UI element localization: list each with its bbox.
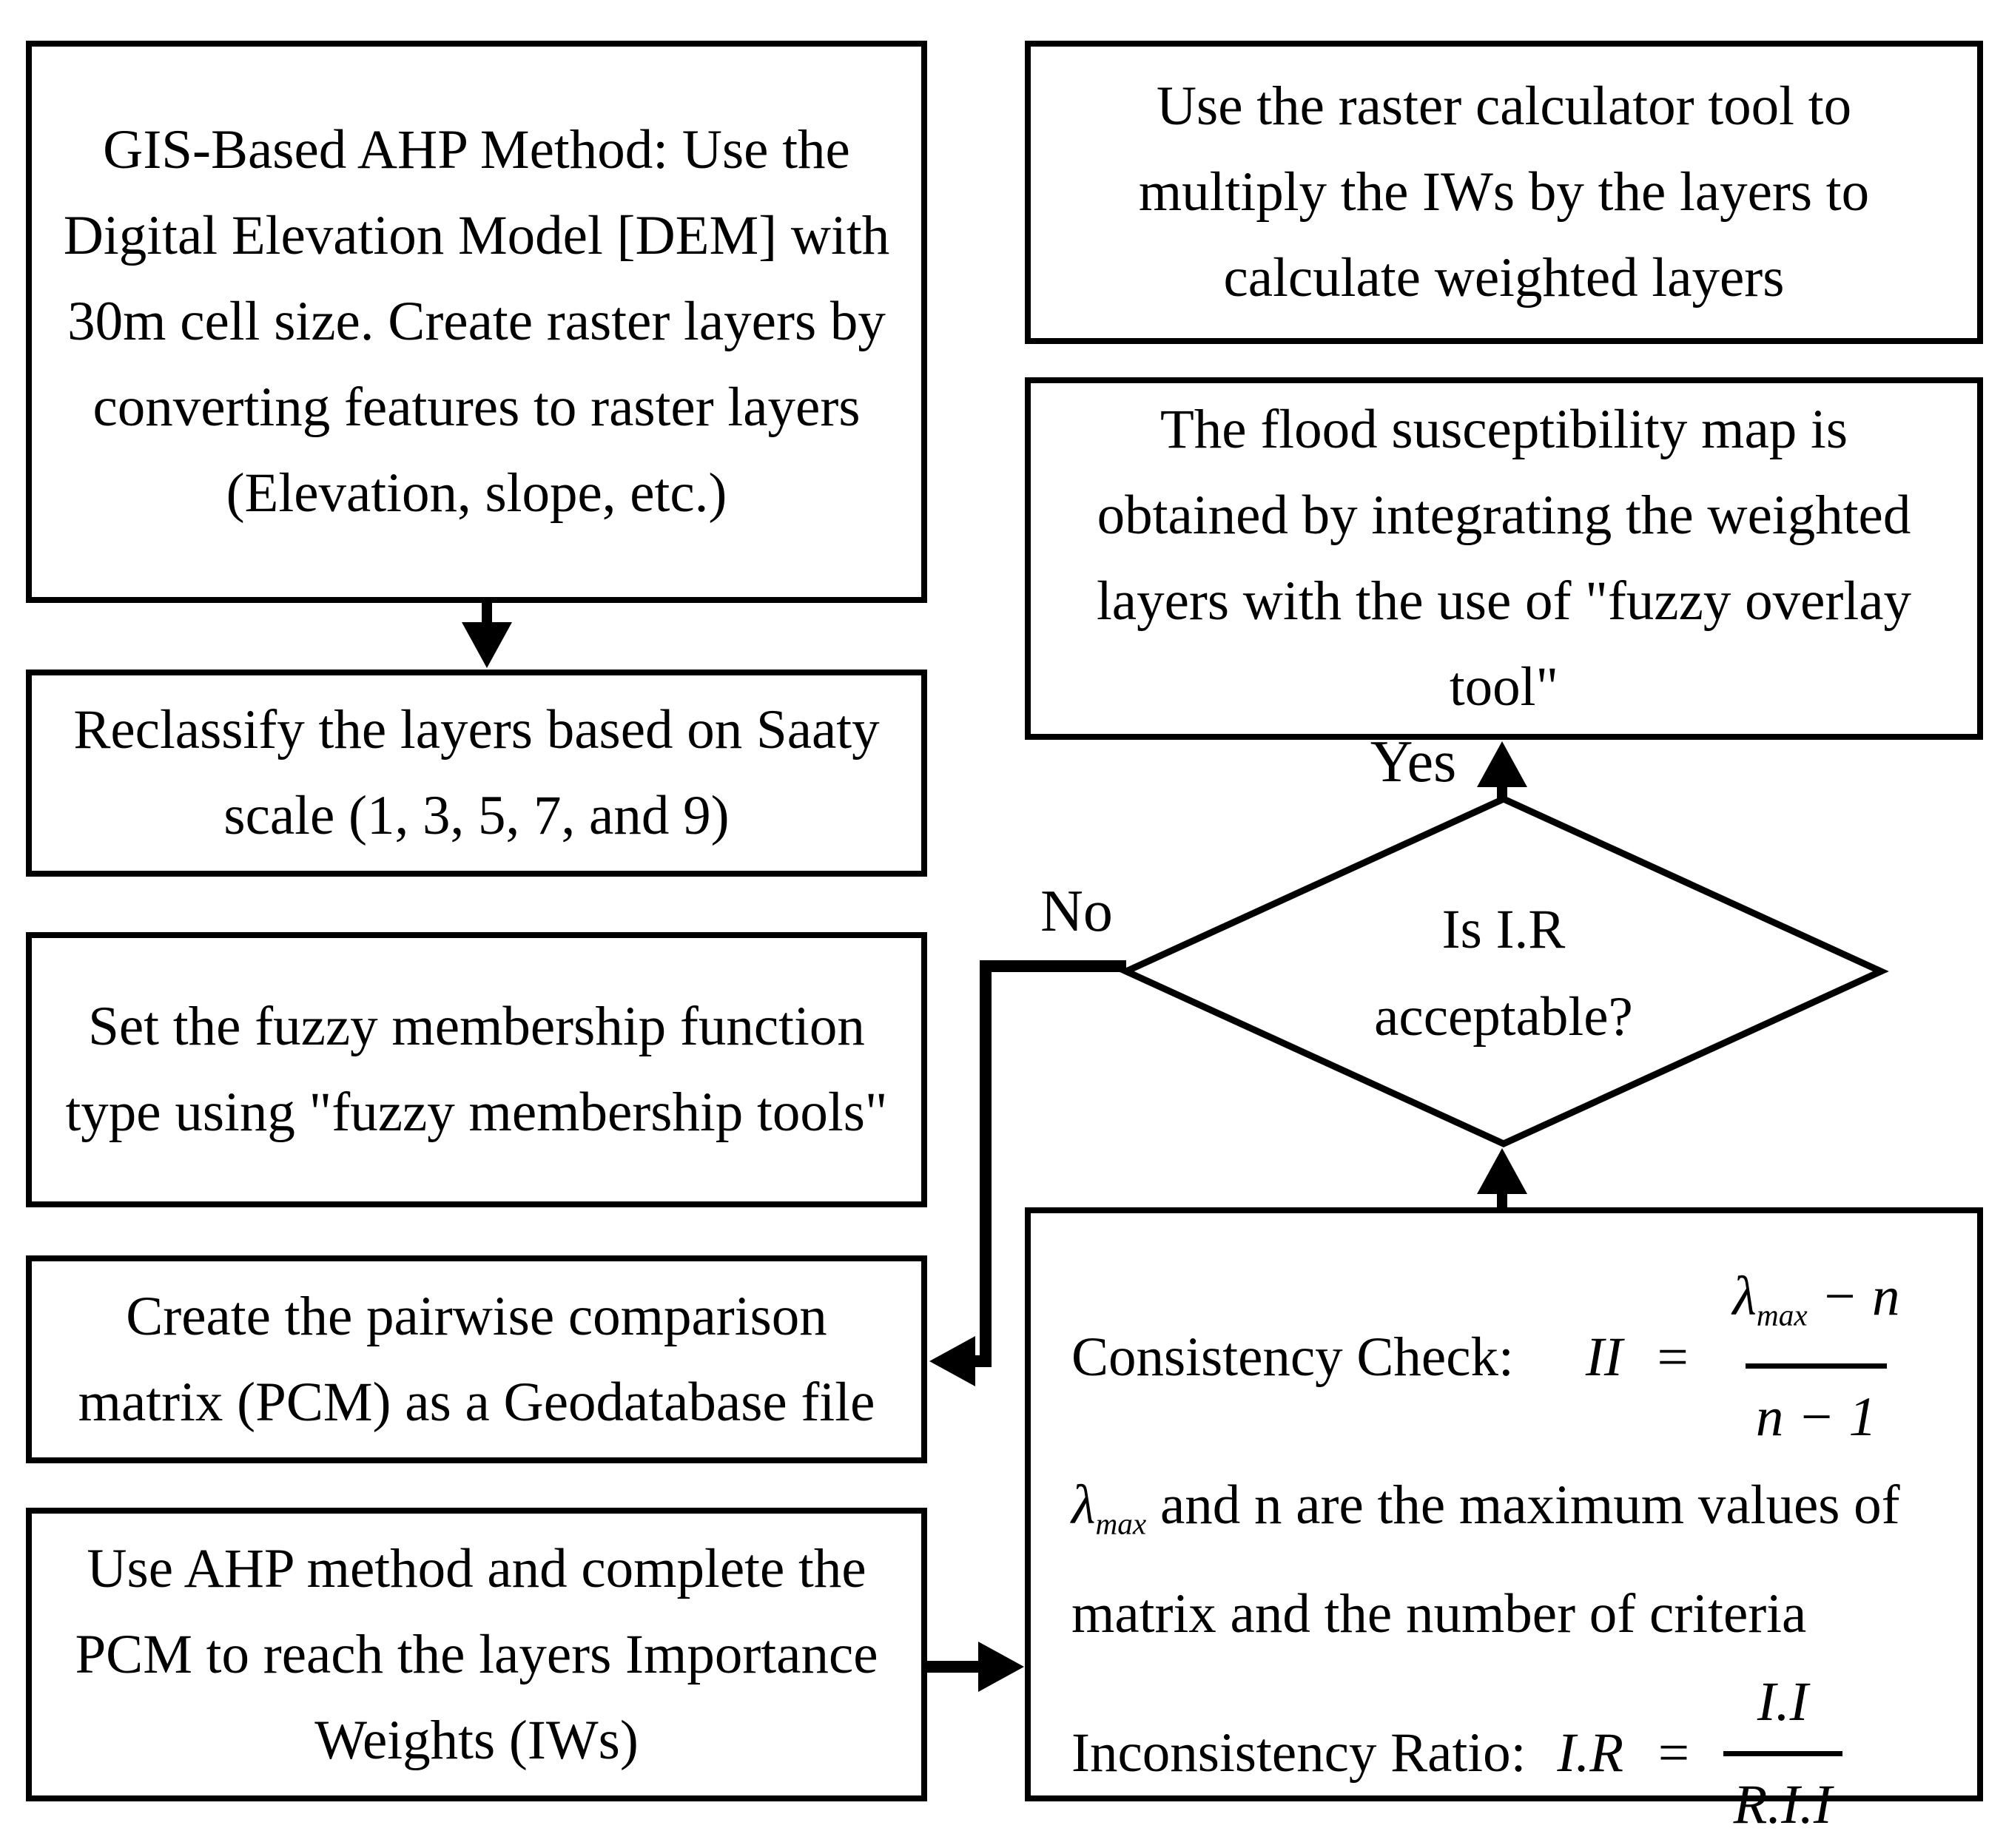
inconsistency-ratio-row: Inconsistency Ratio: I.R = I.I R.I.I xyxy=(1071,1659,1842,1848)
lambda-symbol: λ xyxy=(1071,1474,1096,1537)
process-box-flood-map: The flood susceptibility map is obtained… xyxy=(1025,377,1983,740)
decision-text-line1: Is I.R xyxy=(1441,899,1566,960)
consistency-fraction-denominator: n − 1 xyxy=(1745,1363,1888,1460)
process-box-gis-ahp: GIS-Based AHP Method: Use the Digital El… xyxy=(26,41,927,603)
process-box-fuzzy-membership-text: Set the fuzzy membership function type u… xyxy=(65,996,888,1143)
process-box-gis-ahp-text: GIS-Based AHP Method: Use the Digital El… xyxy=(63,119,890,524)
consistency-note: λmax and n are the maximum values of mat… xyxy=(1071,1460,1936,1659)
no-label: No xyxy=(1040,879,1113,944)
process-box-pcm: Create the pairwise comparison matrix (P… xyxy=(26,1255,927,1463)
arrow-no-path-shaft xyxy=(969,960,1126,1367)
process-box-pcm-text: Create the pairwise comparison matrix (P… xyxy=(78,1285,875,1433)
consistency-check-row: Consistency Check: II = λmax − n n − 1 xyxy=(1071,1254,1911,1460)
process-box-flood-map-text: The flood susceptibility map is obtained… xyxy=(1096,399,1912,718)
lambda-subscript: max xyxy=(1095,1506,1147,1541)
process-box-reclassify: Reclassify the layers based on Saaty sca… xyxy=(26,670,927,877)
consistency-check-label: Consistency Check: xyxy=(1071,1326,1514,1388)
process-box-ahp-weights: Use AHP method and complete the PCM to r… xyxy=(26,1508,927,1801)
decision-text: Is I.R acceptable? xyxy=(1237,886,1770,1061)
arrow-ahp-to-consistency-head xyxy=(978,1642,1024,1692)
arrow-gis-to-reclassify-head xyxy=(462,622,512,668)
equals-sign: = xyxy=(1655,1722,1692,1784)
process-box-ahp-weights-text: Use AHP method and complete the PCM to r… xyxy=(75,1537,878,1771)
consistency-box: Consistency Check: II = λmax− n n − 1 λm… xyxy=(1025,1207,1983,1835)
inconsistency-ratio-label: Inconsistency Ratio: xyxy=(1071,1722,1527,1784)
arrow-consistency-to-decision-head xyxy=(1477,1148,1527,1194)
consistency-fraction: λmax − n n − 1 xyxy=(1722,1254,1910,1460)
process-box-fuzzy-membership: Set the fuzzy membership function type u… xyxy=(26,932,927,1207)
process-box-reclassify-text: Reclassify the layers based on Saaty sca… xyxy=(73,699,880,846)
arrow-no-path-head xyxy=(929,1336,975,1386)
yes-label: Yes xyxy=(1370,729,1457,795)
decision-text-line2: acceptable? xyxy=(1374,986,1633,1048)
lambda-symbol: λ xyxy=(1732,1266,1757,1327)
inconsistency-ratio-numerator: I.I xyxy=(1757,1670,1808,1733)
numerator-rest: − n xyxy=(1820,1266,1900,1327)
inconsistency-ratio-denominator: R.I.I xyxy=(1723,1750,1842,1848)
consistency-fraction-numerator: λmax − n xyxy=(1722,1254,1910,1363)
consistency-note-text: and n are the maximum values of matrix a… xyxy=(1071,1474,1900,1645)
consistency-index-symbol: II xyxy=(1585,1326,1623,1388)
process-box-raster-calculator: Use the raster calculator tool to multip… xyxy=(1025,41,1983,344)
lambda-subscript: max xyxy=(1756,1298,1808,1332)
process-box-raster-calculator-text: Use the raster calculator tool to multip… xyxy=(1138,75,1870,308)
inconsistency-ratio-fraction: I.I R.I.I xyxy=(1723,1659,1842,1848)
decision-diamond-shape xyxy=(1118,795,1889,1147)
inconsistency-ratio-symbol: I.R xyxy=(1557,1722,1624,1784)
arrow-yes-head xyxy=(1477,741,1527,787)
equals-sign: = xyxy=(1653,1326,1692,1388)
